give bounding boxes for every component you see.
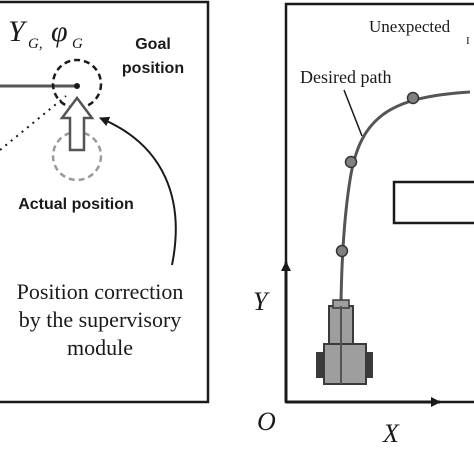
waypoint-marker <box>406 91 420 105</box>
right-panel: Unexpected I Desired path Y X O <box>253 2 474 448</box>
goal-symbol-phi-subscript: G <box>72 36 83 52</box>
correction-arrow-icon <box>59 95 95 152</box>
left-panel-frame <box>0 0 210 404</box>
axis-x-label: X <box>382 419 400 448</box>
desired-path-leader-line <box>343 89 363 137</box>
goal-symbol-y: Y <box>8 15 28 48</box>
correction-text-line2: by the supervisory <box>19 307 182 332</box>
waypoint-marker <box>335 244 349 258</box>
goal-label-line2: position <box>122 60 184 77</box>
goal-symbol-phi: φ <box>51 15 68 48</box>
correction-text-line3: module <box>67 335 133 360</box>
robot-body <box>323 343 367 385</box>
unexpected-label: Unexpected <box>369 17 451 36</box>
robot-icon <box>316 299 373 385</box>
left-panel: Y G, φ G Goal position Actual position P… <box>0 0 210 404</box>
unexpected-fragment: I <box>466 35 470 47</box>
goal-symbol-y-subscript: G, <box>28 36 43 52</box>
goal-center-dot <box>74 83 80 89</box>
correction-text-line1: Position correction <box>17 279 184 304</box>
goal-position-circle <box>51 58 103 110</box>
actual-position-label: Actual position <box>18 196 134 213</box>
origin-label: O <box>257 407 276 436</box>
goal-label-line1: Goal <box>135 36 171 53</box>
obstacle-rectangle <box>392 180 474 225</box>
desired-path-label: Desired path <box>300 67 391 87</box>
waypoint-marker <box>344 155 358 169</box>
axis-y-label: Y <box>253 287 270 316</box>
dotted-heading-line <box>0 95 67 151</box>
correction-pointer-arrow <box>99 116 177 266</box>
